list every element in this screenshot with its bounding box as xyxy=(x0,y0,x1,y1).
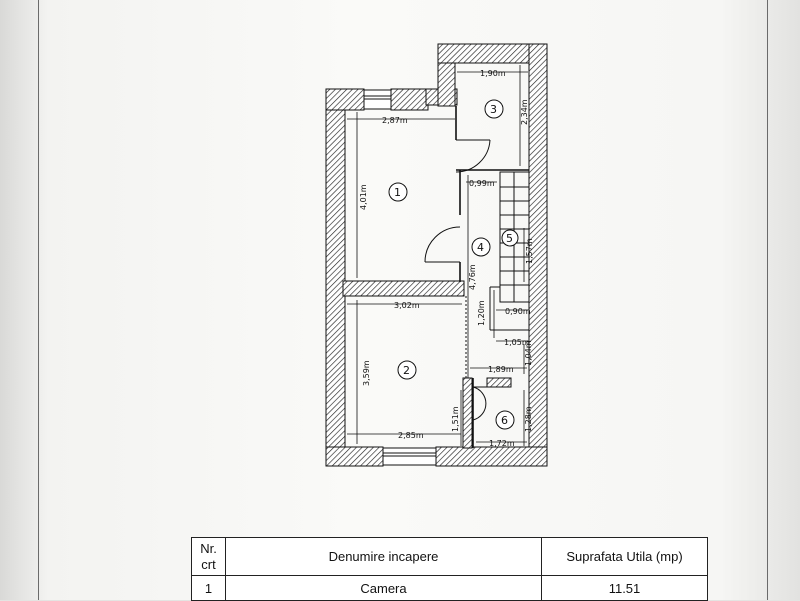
sheet-frame-left xyxy=(38,0,39,600)
room-markers xyxy=(388,99,519,430)
dimension-labels: 2,87m 4,01m 3,02m 3,59m 2,85m 1,51m 1,90… xyxy=(359,69,534,448)
room-5-number: 5 xyxy=(506,232,513,245)
dim-r2-top: 3,02m xyxy=(394,301,420,310)
cell-nr: 1 xyxy=(191,575,226,601)
dim-hall-door: 0,99m xyxy=(469,179,495,188)
dim-r1-height: 4,01m xyxy=(359,184,368,210)
dim-r6-height: 1,28m xyxy=(524,406,533,432)
dim-r2-wall: 1,51m xyxy=(451,406,460,432)
dim-r1-width: 2,87m xyxy=(382,116,408,125)
dim-hall-height: 4,76m xyxy=(468,264,477,290)
header-room-name: Denumire incapere xyxy=(225,537,542,576)
dim-r2-bottom: 2,85m xyxy=(398,431,424,440)
dim-r6-gap: 1,04m xyxy=(524,340,533,366)
cell-room-name: Camera xyxy=(225,575,542,601)
room-4-number: 4 xyxy=(477,241,484,254)
room-2-number: 2 xyxy=(403,364,410,377)
room-numbers: 1 2 3 4 5 6 xyxy=(394,103,513,427)
dim-landing-width: 0,90m xyxy=(505,307,531,316)
dim-stair-length: 1,57m xyxy=(525,238,534,264)
doors xyxy=(424,139,491,421)
dim-r3-width: 1,90m xyxy=(480,69,506,78)
header-nr-crt: Nr. crt xyxy=(191,537,226,576)
dim-step: 1,05m xyxy=(504,338,530,347)
dim-corridor: 1,89m xyxy=(488,365,514,374)
dimension-lines xyxy=(347,65,528,446)
sheet-frame-right xyxy=(767,0,768,600)
outer-walls xyxy=(325,43,548,467)
dim-r3-height: 2,34m xyxy=(520,99,529,125)
room-area-table: Nr. crt Denumire incapere Suprafata Util… xyxy=(191,537,708,601)
room-1-number: 1 xyxy=(394,186,401,199)
table-header-row: Nr. crt Denumire incapere Suprafata Util… xyxy=(191,537,708,576)
room-3-number: 3 xyxy=(490,103,497,116)
table-row: 1 Camera 11.51 xyxy=(191,575,708,601)
room-6-number: 6 xyxy=(501,414,508,427)
windows xyxy=(363,89,437,466)
dim-r2-height: 3,59m xyxy=(362,360,371,386)
header-useful-area: Suprafata Utila (mp) xyxy=(541,537,708,576)
dim-r6-width: 1,72m xyxy=(489,439,515,448)
cell-area: 11.51 xyxy=(541,575,708,601)
dim-landing-height: 1,20m xyxy=(477,300,486,326)
